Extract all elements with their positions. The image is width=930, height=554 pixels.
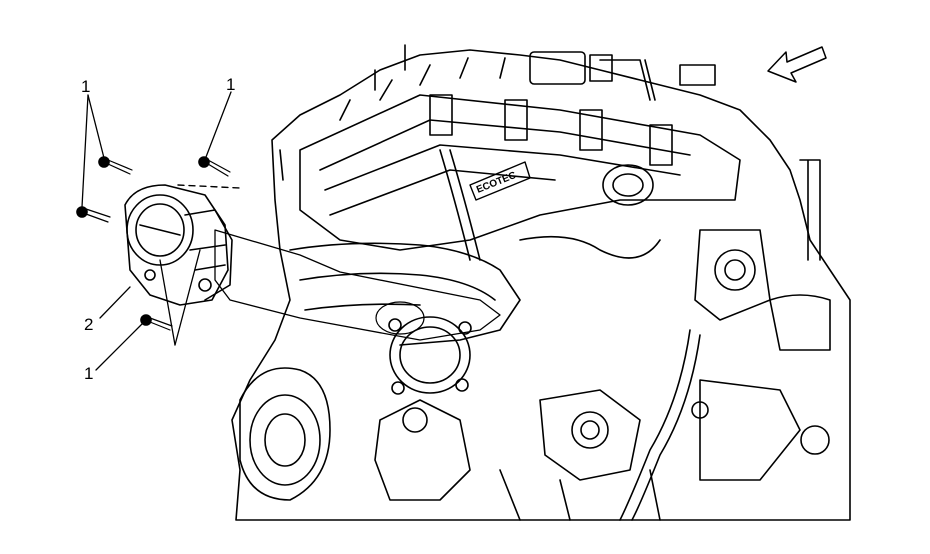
ecotec-badge: ECOTEC: [469, 161, 531, 201]
bolt-lower: [140, 314, 173, 331]
alignment-guide: [177, 184, 241, 189]
bolt-upper-left: [98, 156, 133, 175]
callout-2: 2: [84, 315, 94, 334]
throttle-body: [124, 184, 233, 306]
direction-arrow-icon: [767, 46, 827, 83]
callout-1-bottom: 1: [84, 364, 94, 383]
callout-1-top-right: 1: [226, 75, 236, 94]
bolt-middle-left: [76, 206, 111, 223]
callout-1-top-left: 1: [81, 77, 91, 96]
engine-assembly: [231, 44, 851, 521]
leader-lines: [81, 91, 232, 371]
bolt-upper-right: [198, 156, 231, 177]
throttle-body-gasket: [214, 229, 501, 341]
